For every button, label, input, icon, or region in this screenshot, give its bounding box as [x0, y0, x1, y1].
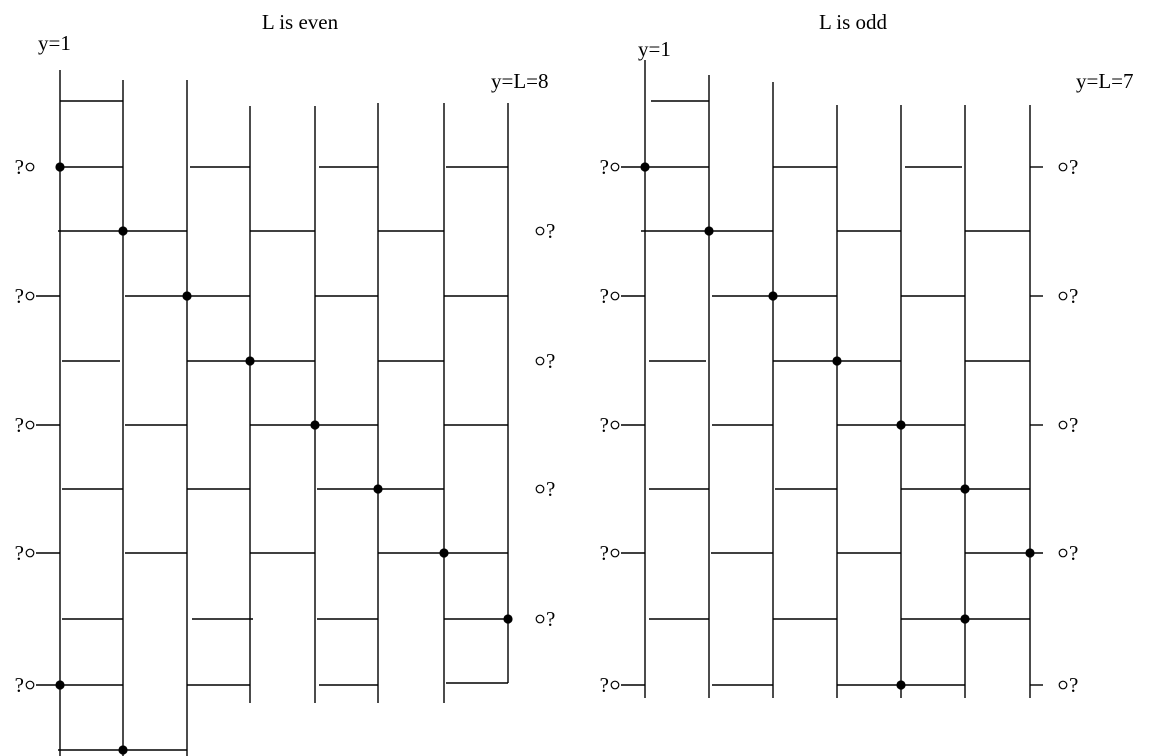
- panel-even: L is even y=1 y=L=8 ?????????: [15, 10, 556, 756]
- open-marker-circle: [610, 680, 620, 690]
- open-marker-circle: [1058, 291, 1068, 301]
- open-marker-circle: [535, 484, 545, 494]
- open-marker-circle: [610, 548, 620, 558]
- open-marker-circle: [25, 420, 35, 430]
- filled-dot: [896, 680, 906, 690]
- lattice-lines: [36, 70, 509, 756]
- open-marker-circle: [1058, 680, 1068, 690]
- open-marker-circle: [1058, 420, 1068, 430]
- filled-dot: [768, 291, 778, 301]
- filled-dot: [55, 680, 65, 690]
- open-markers: ?????????: [15, 155, 556, 697]
- open-marker-circle: [535, 356, 545, 366]
- open-marker-label: ?: [546, 219, 555, 243]
- open-marker-circle: [25, 548, 35, 558]
- lattice-lines: [621, 60, 1043, 698]
- filled-dot: [55, 162, 65, 172]
- start-label: y=1: [38, 31, 71, 55]
- open-marker-circle: [535, 226, 545, 236]
- open-marker-label: ?: [1069, 284, 1078, 308]
- open-marker-label: ?: [15, 155, 24, 179]
- open-marker-label: ?: [600, 155, 609, 179]
- open-marker-label: ?: [600, 541, 609, 565]
- filled-dot: [704, 226, 714, 236]
- open-marker-label: ?: [600, 413, 609, 437]
- end-label: y=L=8: [491, 69, 549, 93]
- open-marker-label: ?: [546, 477, 555, 501]
- open-marker-circle: [1058, 162, 1068, 172]
- filled-dot: [1025, 548, 1035, 558]
- panel-title: L is odd: [819, 10, 888, 34]
- filled-dots: [640, 162, 1035, 690]
- open-marker-circle: [1058, 548, 1068, 558]
- filled-dot: [896, 420, 906, 430]
- open-marker-circle: [610, 420, 620, 430]
- open-marker-label: ?: [15, 541, 24, 565]
- filled-dots: [55, 162, 513, 755]
- filled-dot: [960, 614, 970, 624]
- filled-dot: [960, 484, 970, 494]
- open-marker-label: ?: [600, 284, 609, 308]
- filled-dot: [310, 420, 320, 430]
- open-marker-circle: [25, 291, 35, 301]
- filled-dot: [640, 162, 650, 172]
- open-marker-label: ?: [546, 607, 555, 631]
- open-marker-circle: [25, 680, 35, 690]
- open-marker-label: ?: [600, 673, 609, 697]
- panel-title: L is even: [262, 10, 339, 34]
- filled-dot: [182, 291, 192, 301]
- open-marker-circle: [535, 614, 545, 624]
- open-marker-label: ?: [15, 673, 24, 697]
- open-marker-circle: [25, 162, 35, 172]
- open-marker-circle: [610, 162, 620, 172]
- open-marker-label: ?: [15, 413, 24, 437]
- open-markers: ??????????: [600, 155, 1079, 697]
- panel-odd: L is odd y=1 y=L=7 ??????????: [600, 10, 1134, 698]
- start-label: y=1: [638, 37, 671, 61]
- filled-dot: [439, 548, 449, 558]
- filled-dot: [118, 226, 128, 236]
- filled-dot: [503, 614, 513, 624]
- filled-dot: [118, 745, 128, 755]
- filled-dot: [832, 356, 842, 366]
- open-marker-label: ?: [546, 349, 555, 373]
- open-marker-label: ?: [15, 284, 24, 308]
- open-marker-label: ?: [1069, 155, 1078, 179]
- open-marker-label: ?: [1069, 673, 1078, 697]
- open-marker-circle: [610, 291, 620, 301]
- end-label: y=L=7: [1076, 69, 1134, 93]
- filled-dot: [373, 484, 383, 494]
- open-marker-label: ?: [1069, 413, 1078, 437]
- open-marker-label: ?: [1069, 541, 1078, 565]
- filled-dot: [245, 356, 255, 366]
